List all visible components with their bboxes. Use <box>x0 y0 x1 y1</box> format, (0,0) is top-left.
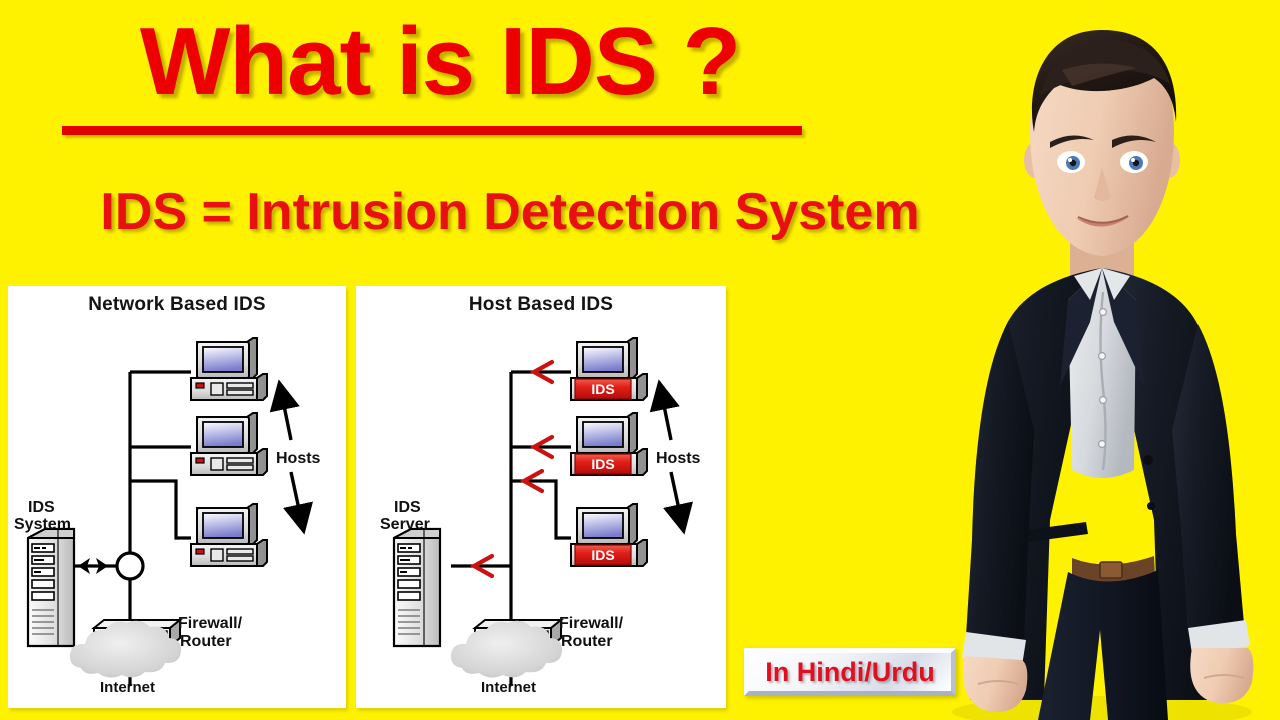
panel-title-network: Network Based IDS <box>88 294 266 315</box>
host-ids-tag: IDS <box>591 381 614 397</box>
avatar-nose <box>1094 168 1111 201</box>
host-ids-tag: IDS <box>591 456 614 472</box>
label-ids: IDS <box>394 499 421 516</box>
diagram-panel-host-based-ids: Host Based IDS <box>356 286 726 708</box>
label-hosts: Hosts <box>276 450 321 467</box>
avatar-head <box>1030 36 1174 256</box>
host-ids-tag: IDS <box>591 547 614 563</box>
host-computer-1 <box>190 337 268 401</box>
label-firewall: Firewall/ <box>559 615 624 632</box>
label-firewall: Firewall/ <box>178 615 243 632</box>
label-ids: IDS <box>28 499 55 516</box>
label-ids-system: System <box>14 516 71 533</box>
label-ids-server: Server <box>380 516 430 533</box>
avatar-eyebrow-right <box>1112 135 1156 148</box>
host-links <box>451 370 571 686</box>
hosts-pointer-arrows <box>649 379 693 535</box>
avatar-hair <box>1031 30 1177 132</box>
avatar-eye-left <box>1057 151 1085 173</box>
language-badge: In Hindi/Urdu <box>744 648 956 696</box>
hosts-pointer-arrows <box>269 379 313 535</box>
diagram-panel-network-based-ids: Network Based IDS <box>8 286 346 708</box>
network-tap-node <box>115 551 145 581</box>
page-title: What is IDS ? <box>139 8 741 115</box>
language-badge-label: In Hindi/Urdu <box>765 656 935 687</box>
network-ids-diagram: IDS System Hosts Firewall/ Router Intern… <box>14 337 321 696</box>
ids-server <box>392 527 442 648</box>
avatar-eye-right <box>1120 151 1148 173</box>
host-computer-3: IDS <box>570 503 648 567</box>
ids-alert-arrows <box>469 359 555 579</box>
title-underline <box>62 126 802 135</box>
avatar-right-arm <box>1172 324 1254 704</box>
label-internet: Internet <box>481 679 536 696</box>
host-computer-2: IDS <box>570 412 648 476</box>
host-computer-1: IDS <box>570 337 648 401</box>
label-internet: Internet <box>100 679 155 696</box>
avatar-trousers <box>1038 570 1168 720</box>
avatar-left-arm <box>962 322 1034 712</box>
host-ids-diagram: IDS IDS IDS <box>380 337 701 696</box>
label-router: Router <box>180 633 232 650</box>
avatar-belt-buckle <box>1099 561 1123 579</box>
host-computer-2 <box>190 412 268 476</box>
avatar-eyebrow-left <box>1050 135 1094 148</box>
internet-cloud <box>450 620 563 678</box>
label-hosts: Hosts <box>656 450 701 467</box>
avatar-ground-shadow <box>952 696 1252 720</box>
internet-cloud <box>69 620 182 678</box>
ids-system-server <box>26 527 76 648</box>
presenter-avatar <box>922 0 1280 720</box>
presenter-avatar-illustration <box>952 30 1254 720</box>
label-router: Router <box>561 633 613 650</box>
page-subtitle: IDS = Intrusion Detection System <box>100 183 920 241</box>
avatar-mouth <box>1076 216 1130 227</box>
panel-title-host: Host Based IDS <box>468 294 614 315</box>
host-computer-3 <box>190 503 268 567</box>
